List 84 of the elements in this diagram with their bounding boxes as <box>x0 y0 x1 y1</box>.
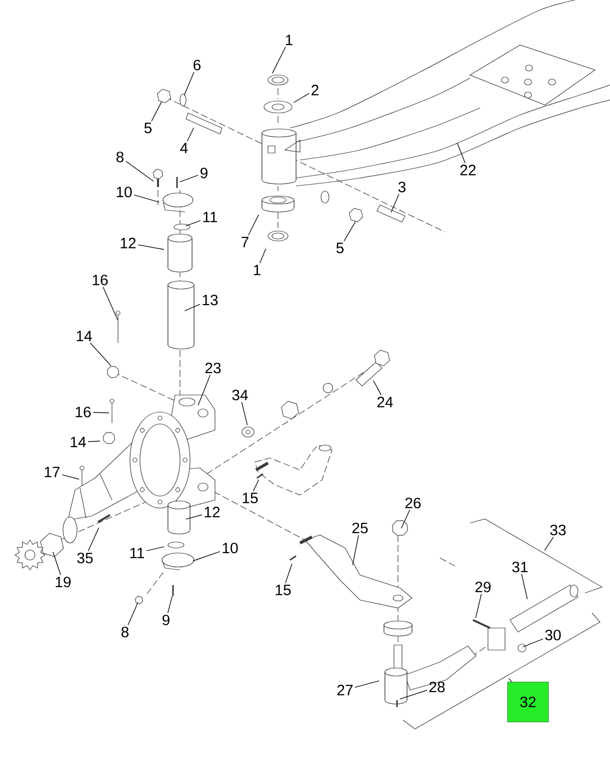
callout-number: 8 <box>116 152 124 162</box>
callout-number: 9 <box>200 168 208 178</box>
leader-line <box>456 142 466 164</box>
leader-line <box>390 194 400 213</box>
callout-number: 6 <box>194 60 200 70</box>
callout-number: 10 <box>222 542 238 554</box>
callout-number: 27 <box>337 684 353 696</box>
callout-number: 33 <box>550 524 566 536</box>
leader-line <box>184 304 200 312</box>
leader-line <box>400 690 428 700</box>
callout-number: 13 <box>202 294 218 306</box>
callout-number: 25 <box>352 522 368 534</box>
callout-number: 17 <box>44 466 60 478</box>
leader-line <box>354 680 380 688</box>
callout-number: 11 <box>203 212 218 222</box>
callout-number: 10 <box>116 186 132 198</box>
leader-line <box>134 194 160 203</box>
callout-number: 11 <box>130 548 144 558</box>
leader-line <box>252 479 260 492</box>
leader-line <box>352 534 359 566</box>
leader-line <box>102 286 118 321</box>
callout-number: 8 <box>121 626 128 638</box>
callout-number: 28 <box>429 682 445 692</box>
callout-number: 4 <box>180 142 188 154</box>
callout-number: 12 <box>204 506 220 518</box>
leader-line <box>293 93 310 103</box>
leader-line <box>185 220 201 226</box>
leader-line <box>508 678 512 682</box>
leader-line <box>198 374 211 406</box>
callout-number: 24 <box>377 396 393 408</box>
leader-line <box>373 380 382 396</box>
callout-number: 34 <box>232 390 248 400</box>
leader-line <box>179 174 198 182</box>
callout-number: 3 <box>398 182 406 192</box>
callout-number: 22 <box>460 164 476 176</box>
callout-number: 16 <box>92 274 108 286</box>
callout-number: 1 <box>286 34 292 46</box>
callout-number: 5 <box>336 242 344 254</box>
callout-number: 15 <box>276 584 291 596</box>
leader-line <box>128 602 138 626</box>
callout-number: 1 <box>254 264 260 276</box>
callout-number: 14 <box>70 436 86 448</box>
leader-line <box>522 638 544 648</box>
leader-line <box>248 214 259 236</box>
leader-line <box>186 127 194 142</box>
leader-line <box>90 342 112 366</box>
leader-line <box>344 221 356 242</box>
leader-line <box>138 244 164 250</box>
leader-line <box>92 412 110 414</box>
callout-number: 31 <box>512 562 528 572</box>
leader-line <box>544 536 554 551</box>
leader-line <box>475 594 482 618</box>
leader-line <box>521 574 528 600</box>
callout-number: 2 <box>312 84 318 96</box>
leader-line <box>192 551 220 562</box>
leader-line <box>400 510 410 529</box>
leader-line <box>52 552 62 576</box>
leader-line <box>272 46 286 74</box>
callout-number: 19 <box>56 576 71 588</box>
callout-number: 32 <box>507 682 549 722</box>
leader-line <box>88 527 100 552</box>
leader-line <box>184 72 194 96</box>
callout-number: 7 <box>242 236 248 248</box>
callout-number: 29 <box>475 582 491 592</box>
callout-number: 23 <box>205 362 221 374</box>
callout-number: 12 <box>120 238 136 248</box>
callout-number: 14 <box>76 330 92 342</box>
callout-number: 30 <box>545 630 561 640</box>
leader-line <box>126 160 154 182</box>
callout-number: 26 <box>405 498 421 508</box>
leader-line <box>151 101 162 122</box>
callout-number: 5 <box>144 122 152 134</box>
callout-number: 9 <box>162 614 170 626</box>
leader-line <box>285 564 292 584</box>
leader-line <box>186 514 202 520</box>
callout-number: 15 <box>242 492 258 504</box>
leader-line <box>146 546 164 552</box>
leader-line <box>88 440 100 442</box>
callout-number: 16 <box>76 406 91 418</box>
leader-line <box>241 402 248 426</box>
callout-number: 35 <box>77 552 93 564</box>
leader-line <box>62 474 80 480</box>
leader-line <box>260 248 266 264</box>
leader-line <box>167 596 173 614</box>
